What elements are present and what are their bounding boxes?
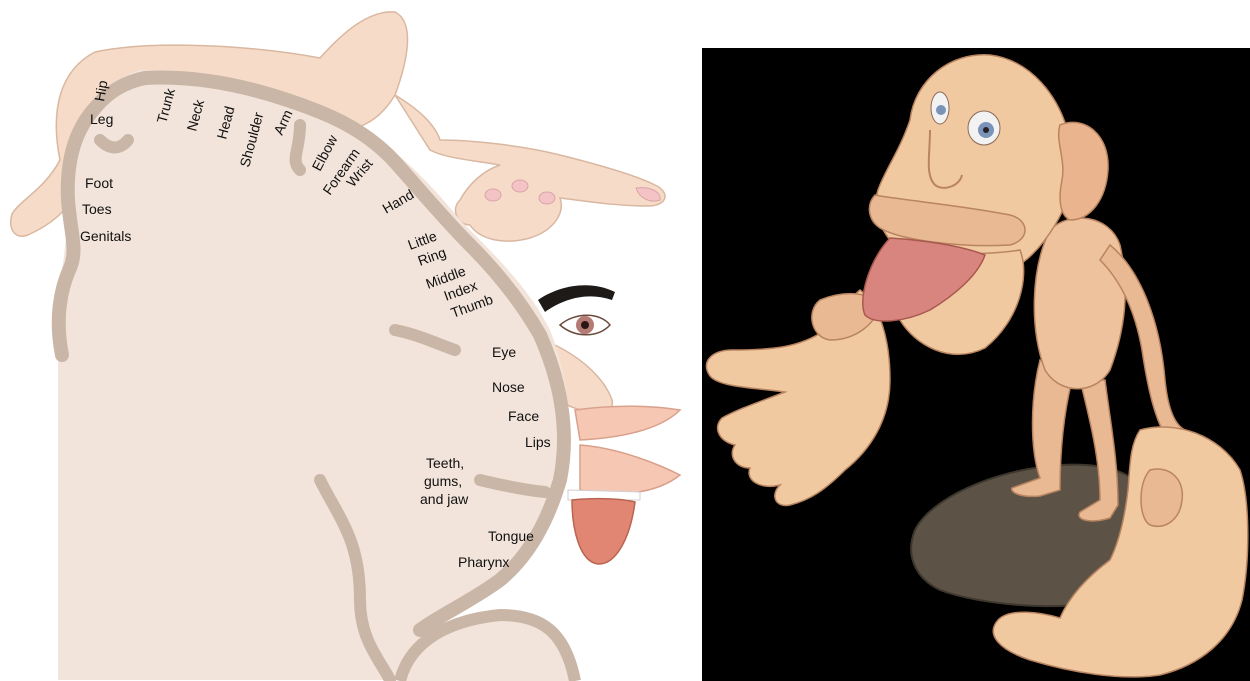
knuckle-2 <box>539 192 555 204</box>
label-face: Face <box>508 408 539 424</box>
cortex-diagram: Hip Leg Trunk Neck Head Shoulder Arm Elb… <box>11 12 680 681</box>
lower-lip <box>580 445 680 494</box>
label-leg: Leg <box>90 111 113 127</box>
label-teeth-line-2: gums, <box>424 473 462 489</box>
label-lips: Lips <box>525 434 551 450</box>
eyebrow <box>538 285 615 312</box>
upper-lip <box>575 406 680 440</box>
sculpture-left-iris <box>936 105 946 115</box>
label-teeth-line-1: Teeth, <box>426 455 464 471</box>
homunculus-sculpture-photo <box>702 48 1250 681</box>
cortex-inner-fold-2 <box>296 125 300 170</box>
sculpture-torso <box>1034 218 1125 389</box>
label-nose: Nose <box>492 379 525 395</box>
knuckle-1 <box>512 180 528 192</box>
eye-pupil <box>581 321 589 329</box>
label-pharynx: Pharynx <box>458 554 509 570</box>
tongue-illustration <box>572 499 635 564</box>
label-eye: Eye <box>492 344 516 360</box>
label-tongue: Tongue <box>488 528 534 544</box>
label-teeth-line-3: and jaw <box>420 491 469 507</box>
label-toes: Toes <box>82 201 112 217</box>
sculpture-right-thumb <box>1141 469 1182 526</box>
label-genitals: Genitals <box>80 228 131 244</box>
label-foot: Foot <box>85 175 113 191</box>
knuckle-3 <box>485 189 501 201</box>
sculpture-right-pupil <box>983 127 989 133</box>
